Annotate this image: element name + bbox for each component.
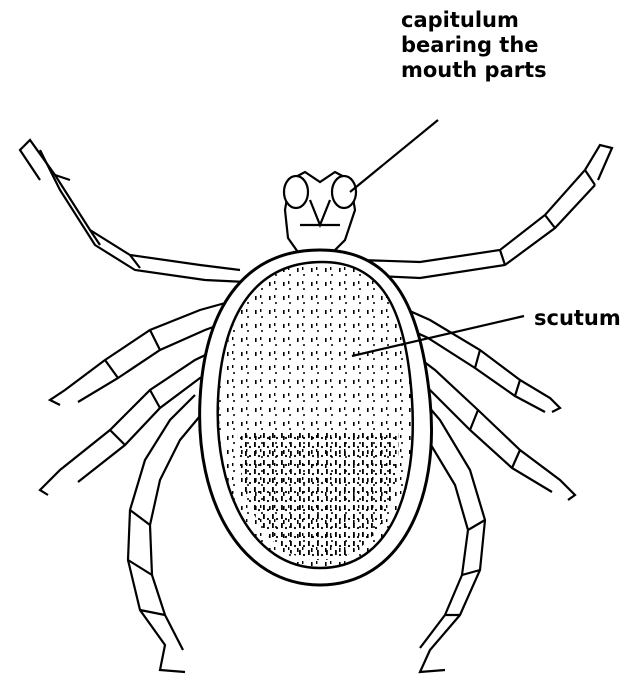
- capitulum-shape: [284, 172, 356, 255]
- capitulum-label: capitulum bearing the mouth parts: [401, 8, 547, 83]
- scutum-label: scutum: [534, 306, 621, 331]
- capitulum-label-line-2: bearing the: [401, 33, 547, 58]
- capitulum-leader-line: [350, 120, 438, 192]
- capitulum-label-line-3: mouth parts: [401, 58, 547, 83]
- capitulum-label-line-1: capitulum: [401, 8, 547, 33]
